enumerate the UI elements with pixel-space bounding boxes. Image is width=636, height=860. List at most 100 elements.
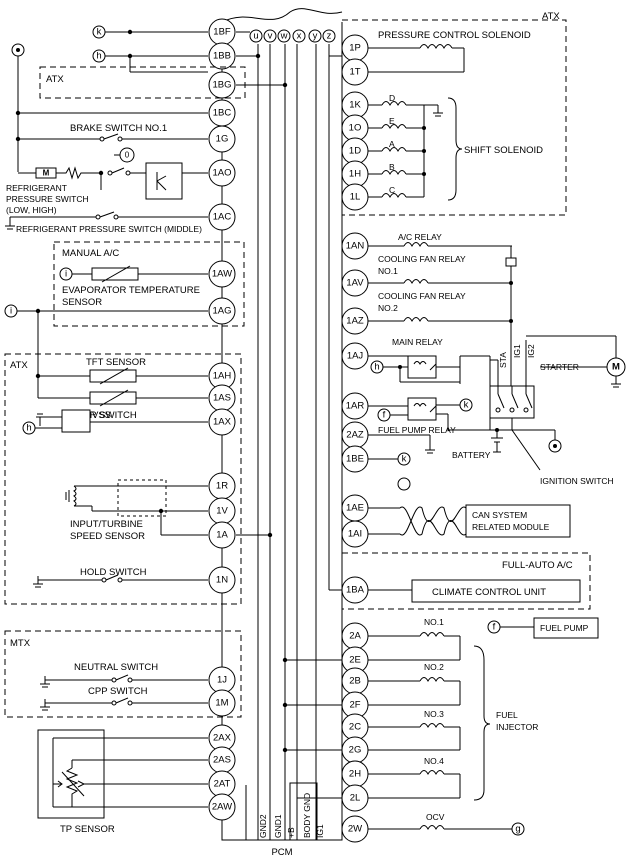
left-pin-label-1g: 1G	[216, 134, 229, 145]
svg-text:NO.1: NO.1	[424, 617, 444, 627]
starter-label: STARTER	[540, 362, 579, 372]
right-pin-label-1d: 1D	[349, 146, 361, 157]
motor-refrig: M	[43, 169, 50, 178]
input-turbine-label-1: INPUT/TURBINE	[70, 519, 143, 530]
svg-text:NO.2: NO.2	[424, 662, 444, 672]
circle-i-left: i	[10, 306, 12, 317]
cooling-fan-1-label-b: NO.1	[378, 266, 398, 276]
left-pins: 1BF1BB1BG1BC1G1AO1AC1AW1AG1AH1AS1AX1R1V1…	[208, 18, 236, 821]
circle-f-fuel-pump: f	[493, 622, 496, 633]
can-label-1: CAN SYSTEM	[472, 510, 527, 520]
left-pin-label-1ao: 1AO	[212, 168, 231, 179]
shift-solenoid-label: SHIFT SOLENOID	[464, 145, 543, 156]
right-pin-label-1an: 1AN	[346, 241, 365, 252]
circle-h-main-relay: h	[374, 362, 379, 373]
refrig-lowhigh-label-3: (LOW, HIGH)	[6, 205, 57, 215]
shift-solenoids: D E A B C SHIFT SOLENOID	[368, 93, 543, 201]
label-body-gnd: BODY GND	[302, 793, 312, 838]
left-pin-label-1ag: 1AG	[212, 306, 231, 317]
left-pin-label-1m: 1M	[215, 698, 228, 709]
left-pin-label-1aw: 1AW	[212, 269, 232, 280]
circle-h-top: h	[96, 51, 101, 62]
battery-label: BATTERY	[452, 450, 491, 460]
refrig-middle-label: REFRIGERANT PRESSURE SWITCH (MIDDLE)	[16, 224, 202, 234]
pcm-bottom-labels: GND2 GND1 +B BODY GND IG1 PCM	[258, 782, 325, 858]
tp-sensor-label: TP SENSOR	[60, 824, 115, 835]
left-pin-1ag	[208, 297, 236, 325]
circle-k-1be: k	[402, 454, 407, 465]
tft-label: TFT SENSOR	[86, 357, 146, 368]
left-pin-label-2as: 2AS	[213, 755, 231, 766]
right-pin-label-1p: 1P	[349, 43, 361, 54]
connector-v: v	[268, 31, 273, 42]
vss-label: VSS	[92, 410, 111, 421]
fuel-injector-label-2: INJECTOR	[496, 722, 538, 732]
right-pin-label-2g: 2G	[349, 745, 362, 756]
left-pin-label-1bf: 1BF	[213, 27, 231, 38]
right-pin-label-1ai: 1AI	[348, 529, 362, 540]
left-pin-label-1bc: 1BC	[213, 108, 232, 119]
svg-text:A: A	[389, 139, 395, 149]
ignition-switch-label: IGNITION SWITCH	[540, 476, 614, 486]
left-pin-label-1ax: 1AX	[213, 417, 232, 428]
right-pin-label-2az: 2AZ	[346, 430, 364, 441]
left-pin-label-1a: 1A	[216, 530, 228, 541]
right-wiring: ATX PRESSURE CONTROL SOLENOID D E A B	[282, 11, 626, 836]
right-pins: 1P1T1K1O1D1H1L1AN1AV1AZ1AJ1AR2AZ1BE1AE1A…	[341, 34, 369, 843]
fuel-pump-relay-label: FUEL PUMP RELAY	[378, 425, 456, 435]
input-turbine-label-2: SPEED SENSOR	[70, 531, 145, 542]
left-pin-1g	[208, 125, 236, 153]
hold-switch-label: HOLD SWITCH	[80, 567, 147, 578]
atx-label-top-left: ATX	[46, 74, 64, 85]
circle-i-ac: i	[65, 269, 67, 280]
ig1-label: IG1	[512, 344, 522, 358]
left-pin-label-2aw: 2AW	[212, 802, 232, 813]
label-gnd1: GND1	[273, 814, 283, 838]
left-pin-1n	[208, 566, 236, 594]
right-pin-label-1av: 1AV	[346, 278, 364, 289]
ac-relay-label: A/C RELAY	[398, 232, 442, 242]
right-pin-label-1be: 1BE	[346, 454, 364, 465]
left-pin-1a	[208, 521, 236, 549]
fuel-injector-label-1: FUEL	[496, 710, 518, 720]
refrig-lowhigh-label-1: REFRIGERANT	[6, 183, 67, 193]
main-relay-label: MAIN RELAY	[392, 337, 443, 347]
connector-y: y	[313, 31, 318, 42]
refrig-lowhigh-label-2: PRESSURE SWITCH	[6, 194, 89, 204]
left-pin-label-1bg: 1BG	[212, 80, 231, 91]
left-pin-label-1as: 1AS	[213, 393, 231, 404]
manual-ac-label: MANUAL A/C	[62, 248, 119, 259]
pcm-body	[221, 8, 343, 841]
right-pin-label-1aj: 1AJ	[347, 351, 364, 362]
label-gnd2: GND2	[258, 814, 268, 838]
left-wiring: k h ATX BRAKE SWITCH NO.1 M	[4, 25, 288, 835]
connector-x: x	[297, 31, 302, 42]
left-pin-label-1j: 1J	[217, 675, 227, 686]
right-pin-label-1k: 1K	[349, 100, 361, 111]
label-plus-b: +B	[286, 827, 296, 838]
circle-k-relay: k	[464, 400, 469, 411]
left-pin-label-1r: 1R	[216, 481, 228, 492]
left-pin-label-1bb: 1BB	[213, 51, 231, 62]
left-pin-1m	[208, 689, 236, 717]
right-pin-label-2a: 2A	[349, 631, 361, 642]
atx-label-mid: ATX	[10, 360, 28, 371]
pcm-label: PCM	[271, 847, 292, 858]
right-pin-label-2f: 2F	[349, 700, 360, 711]
pcs-label: PRESSURE CONTROL SOLENOID	[378, 30, 531, 41]
svg-text:B: B	[389, 162, 395, 172]
brake-switch-label: BRAKE SWITCH NO.1	[70, 123, 167, 134]
sta-label: STA	[498, 352, 508, 368]
cooling-fan-1-label-a: COOLING FAN RELAY	[378, 254, 466, 264]
left-pin-1ac	[208, 203, 236, 231]
right-pin-label-1l: 1L	[350, 192, 361, 203]
mtx-label: MTX	[10, 638, 31, 649]
svg-text:NO.3: NO.3	[424, 709, 444, 719]
fuel-injectors: NO.1 NO.2 NO.3 NO.4 FUEL	[282, 617, 538, 801]
left-pin-1bb	[208, 42, 236, 70]
fuel-pump-label: FUEL PUMP	[540, 623, 589, 633]
right-pin-label-1ba: 1BA	[346, 585, 365, 596]
right-pin-label-2c: 2C	[349, 722, 361, 733]
right-pin-label-2b: 2B	[349, 676, 361, 687]
svg-text:E: E	[389, 116, 395, 126]
